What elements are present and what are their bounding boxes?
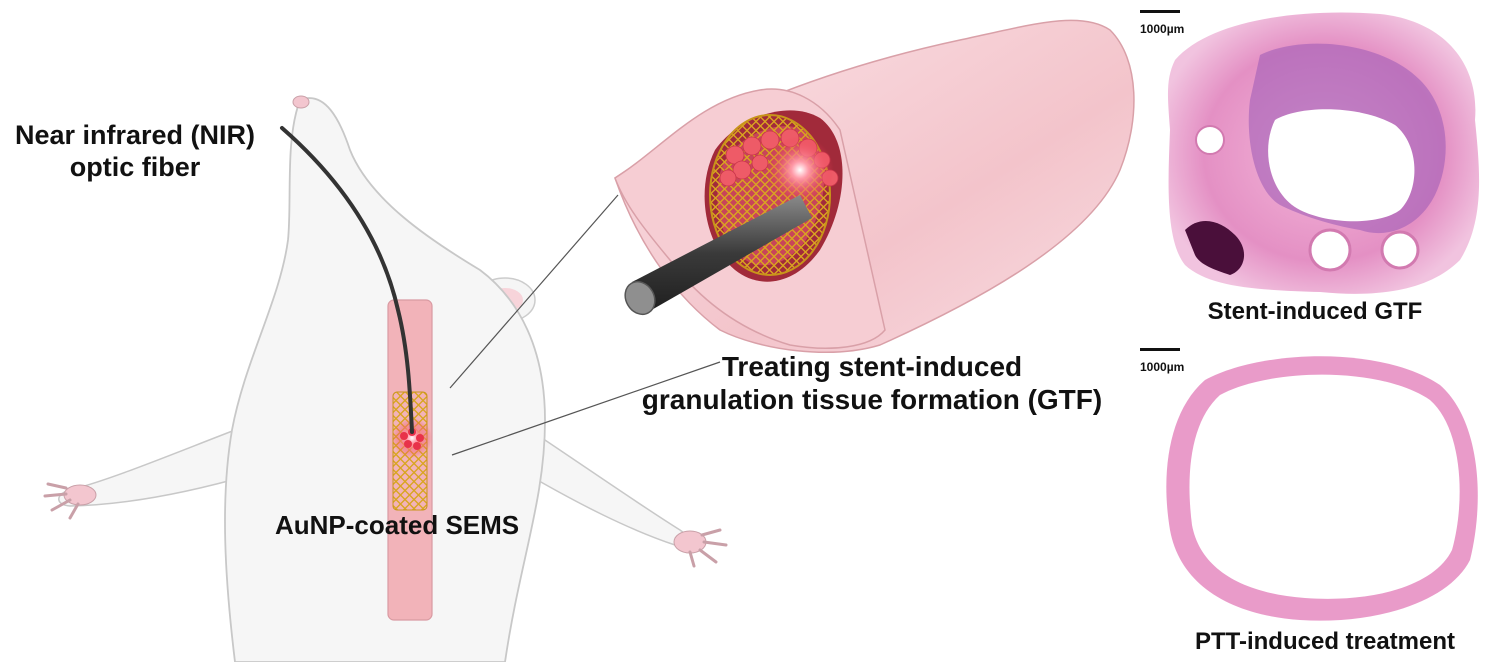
left-paw [43, 482, 97, 520]
mouse-illustration [43, 95, 728, 662]
histology-ptt-caption: PTT-induced treatment [1194, 628, 1456, 655]
callout-line-upper [449, 194, 619, 389]
scale-label-bottom: 1000µm [1140, 360, 1185, 374]
treatment-label-line2: granulation tissue formation (GTF) [641, 384, 1103, 416]
callout-line-lower [451, 361, 721, 456]
zoomed-hotspot [766, 136, 834, 204]
nir-label-line1: Near infrared (NIR) [14, 120, 256, 150]
scale-bar-top [1140, 10, 1180, 13]
histology-gtf [1167, 12, 1480, 294]
zoomed-trachea [614, 19, 1135, 353]
scale-label-top: 1000µm [1140, 22, 1185, 36]
optic-fiber [280, 126, 414, 434]
treatment-label-line1: Treating stent-induced [721, 351, 1023, 382]
zoomed-fiber-rod [632, 195, 812, 312]
histology-gtf-caption: Stent-induced GTF [1207, 298, 1423, 325]
nir-fiber-label: Near infrared (NIR) optic fiber [0, 120, 270, 184]
stent-label: AuNP-coated SEMS [275, 510, 520, 540]
treatment-label: Treating stent-induced granulation tissu… [622, 350, 1122, 416]
right-paw [673, 528, 728, 568]
scale-bar-bottom [1140, 348, 1180, 351]
laser-hotspot [392, 418, 432, 458]
nir-label-line2: optic fiber [69, 151, 201, 182]
histology-ptt [1166, 356, 1478, 621]
